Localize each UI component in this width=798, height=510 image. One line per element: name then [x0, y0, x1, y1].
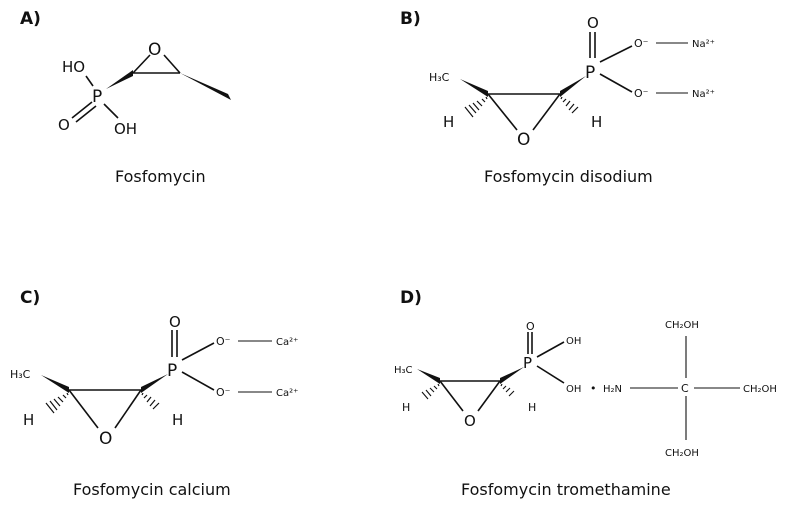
panel-d-hydroxymethyl-bottom: CH₂OH — [665, 448, 699, 459]
panel-c-ring-oxygen: O — [99, 429, 112, 449]
panel-c-methyl: H₃C — [10, 368, 31, 381]
panel-c-ring-bond — [68, 389, 99, 429]
panel-d-ring-bond — [439, 380, 464, 412]
panel-c-calcium-2: Ca²⁺ — [276, 388, 298, 399]
panel-d-central-carbon: C — [681, 382, 689, 395]
panel-a-ring-oxygen: O — [148, 40, 161, 60]
panel-b-ring-oxygen: O — [517, 130, 530, 150]
panel-a-oxo: O — [58, 116, 70, 134]
panel-a-hydroxyl-top: HO — [62, 58, 85, 76]
panel-c-bond — [181, 342, 215, 361]
panel-b-letter: B) — [400, 9, 421, 29]
panel-a-methyl-wedge — [180, 73, 231, 100]
panel-d-ring-bond — [477, 380, 501, 412]
panel-a: A) O P HO O OH Fosfomycin — [20, 9, 231, 186]
panel-d-methyl: H₃C — [394, 365, 413, 376]
panel-c-oxide-2: O⁻ — [216, 386, 231, 399]
panel-c-phosphorus: P — [167, 361, 177, 381]
panel-a-phosphorus: P — [92, 87, 102, 107]
panel-d-hydroxyl-1: OH — [566, 336, 581, 347]
panel-a-ring-bond — [163, 54, 181, 74]
panel-a-bond — [85, 75, 94, 87]
panel-d-phosphorus-wedge — [500, 367, 524, 384]
panel-b-methyl: H₃C — [429, 71, 450, 84]
panel-d-hydrogen-right: H — [528, 401, 536, 414]
panel-c-oxide-1: O⁻ — [216, 335, 231, 348]
panel-b-oxide-2: O⁻ — [634, 87, 649, 100]
panel-d-hydrogen-left: H — [402, 401, 410, 414]
panel-c-ring-bond — [114, 389, 142, 429]
panel-d-hashed-bond-left — [421, 383, 440, 400]
panel-d: D) O H₃C H H P O OH OH — [394, 288, 777, 499]
panel-b-hashed-bond-right — [560, 96, 579, 114]
panel-c-letter: C) — [20, 288, 40, 308]
panel-b-phosphorus-wedge — [560, 76, 586, 97]
panel-d-hydroxymethyl-right: CH₂OH — [743, 384, 777, 395]
panel-a-hydroxyl-bottom: OH — [114, 120, 137, 138]
panel-b-ring-bond — [487, 93, 518, 131]
panel-b-sodium-2: Na²⁺ — [692, 89, 715, 100]
panel-d-phosphorus: P — [523, 354, 532, 372]
panel-b: B) O H₃C H H P — [400, 9, 715, 186]
panel-c-hashed-bond-right — [141, 392, 160, 410]
panel-d-hashed-bond-right — [500, 383, 515, 397]
panel-b-bond — [599, 73, 633, 93]
panel-d-methyl-wedge — [417, 369, 440, 384]
panel-c: C) O H₃C H H P O O⁻ — [10, 288, 298, 499]
panel-c-bond — [181, 371, 215, 391]
panel-b-ring-bond — [532, 93, 561, 131]
panel-d-oxo: O — [526, 320, 535, 333]
panel-d-hydroxyl-2: OH — [566, 384, 581, 395]
panel-c-methyl-wedge — [41, 375, 69, 393]
panel-a-double-bond — [71, 101, 93, 119]
panel-b-oxide-1: O⁻ — [634, 37, 649, 50]
panel-b-hydrogen-left: H — [443, 113, 454, 131]
panel-b-hydrogen-right: H — [591, 113, 602, 131]
panel-d-ring-oxygen: O — [464, 412, 476, 430]
panel-d-caption: Fosfomycin tromethamine — [461, 480, 671, 499]
panel-b-phosphorus: P — [585, 63, 595, 83]
panel-a-bond — [103, 103, 119, 119]
panel-b-caption: Fosfomycin disodium — [484, 167, 653, 186]
panel-d-letter: D) — [400, 288, 422, 308]
panel-a-caption: Fosfomycin — [115, 167, 206, 186]
panel-c-phosphorus-wedge — [141, 374, 168, 393]
panel-c-hydrogen-left: H — [23, 411, 34, 429]
panel-c-hashed-bond-left — [45, 392, 69, 414]
panel-b-sodium-1: Na²⁺ — [692, 39, 715, 50]
panel-b-methyl-wedge — [460, 79, 488, 97]
panel-d-amine: H₂N — [603, 384, 622, 395]
panel-a-ring-bond — [132, 54, 151, 74]
panel-d-salt-dot: • — [590, 382, 597, 395]
panel-d-bond — [536, 365, 565, 384]
panel-d-hydroxymethyl-top: CH₂OH — [665, 320, 699, 331]
panel-a-letter: A) — [20, 9, 41, 29]
panel-b-bond — [599, 45, 633, 63]
panel-b-hashed-bond-left — [464, 96, 488, 118]
panel-c-oxo: O — [169, 313, 181, 331]
panel-c-calcium-1: Ca²⁺ — [276, 337, 298, 348]
panel-d-bond — [536, 341, 565, 358]
panel-a-wedge-bond — [106, 70, 133, 89]
panel-b-oxo: O — [587, 14, 599, 32]
panel-c-caption: Fosfomycin calcium — [73, 480, 231, 499]
panel-c-hydrogen-right: H — [172, 411, 183, 429]
panel-a-double-bond — [75, 105, 97, 123]
